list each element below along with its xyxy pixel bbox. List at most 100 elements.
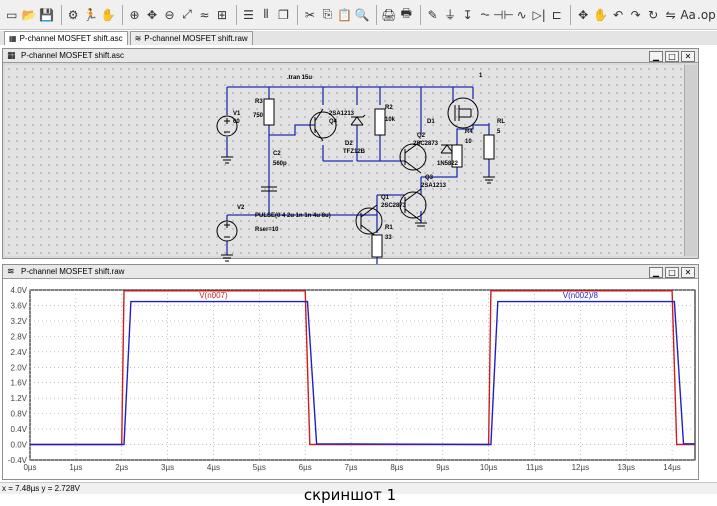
schematic-window-icon: ▦ [7, 51, 16, 61]
v2-label: V2 [237, 205, 245, 211]
c2-value: 560p [273, 161, 287, 167]
maximize-button[interactable]: □ [665, 51, 679, 62]
image-caption: скриншот 1 [303, 486, 397, 504]
mirror-icon[interactable]: ⇋ [665, 7, 676, 22]
x-tick-label: 2µs [115, 463, 128, 472]
maximize-button[interactable]: □ [665, 267, 679, 278]
schematic-window-title-bar: ▦ P-channel MOSFET shift.asc ▁ □ ✕ [3, 49, 698, 63]
q3-leads [404, 188, 422, 222]
diode-icon[interactable]: ▷| [532, 7, 546, 22]
schematic-window: ▦ P-channel MOSFET shift.asc ▁ □ ✕ [2, 48, 699, 271]
ruler-icon[interactable]: ⊞ [217, 7, 228, 22]
waveform-window-icon: ≋ [7, 267, 15, 277]
d1-value: 1N5822 [437, 161, 459, 167]
run-icon[interactable]: 🏃 [83, 7, 99, 22]
c2-label: C2 [273, 151, 281, 157]
drag-icon[interactable]: ✋ [593, 7, 609, 22]
resistor-icon[interactable]: ⏦ [480, 7, 491, 21]
redo-icon[interactable]: ↷ [630, 7, 641, 22]
y-tick-label: -0.4V [8, 456, 28, 465]
paste-icon[interactable]: 📋 [337, 7, 353, 22]
d2-value: TFZ12B [343, 149, 366, 155]
d1-label: D1 [427, 119, 435, 125]
x-tick-label: 11µs [526, 463, 543, 472]
zoom-out-icon[interactable]: ⊖ [164, 7, 175, 22]
r1-value: 33 [385, 235, 392, 241]
find-icon[interactable]: 🔍 [354, 7, 370, 22]
x-tick-label: 6µs [299, 463, 312, 472]
y-tick-label: 0.4V [11, 425, 28, 434]
waveform-plot[interactable]: -0.4V0.0V0.4V0.8V1.2V1.6V2.0V2.4V2.8V3.2… [0, 278, 717, 498]
spice-directive-icon[interactable]: .op [697, 7, 716, 22]
schematic-wires [226, 86, 490, 270]
pencil-icon[interactable]: ✎ [427, 7, 438, 22]
copy-icon[interactable]: ⎘ [322, 7, 333, 21]
y-tick-label: 2.4V [11, 348, 28, 357]
d1-diode-symbol [440, 144, 454, 154]
ground-icon[interactable]: ⏚ [444, 8, 457, 22]
series-label: V(n002)/8 [563, 291, 599, 300]
tab-schematic[interactable]: ▦ P-channel MOSFET shift.asc [4, 31, 128, 45]
inductor-icon[interactable]: ∿ [516, 7, 527, 22]
q2-leads [404, 140, 422, 174]
text-icon[interactable]: Aa [680, 7, 696, 22]
v1-source-symbol [216, 115, 238, 137]
undo-icon[interactable]: ↶ [613, 7, 624, 22]
q1-label: Q1 [381, 195, 390, 201]
zoom-fit-icon[interactable]: ⤢ [182, 7, 192, 21]
ground-symbol-rl [483, 176, 495, 184]
r1-resistor-symbol [371, 234, 383, 258]
print-setup-icon[interactable]: 🖨 [381, 7, 397, 22]
open-icon[interactable]: 📂 [21, 7, 37, 22]
zoom-in-icon[interactable]: ⊕ [129, 7, 140, 22]
x-tick-label: 8µs [390, 463, 403, 472]
q1-value: 2SC2873 [381, 203, 407, 209]
q4-label: Q4 [329, 119, 338, 125]
tab-waveform[interactable]: ≋ P-channel MOSFET shift.raw [129, 31, 253, 45]
capacitor-icon[interactable]: ⊣⊢ [492, 7, 514, 22]
document-tab-bar: ▦ P-channel MOSFET shift.asc ≋ P-channel… [0, 31, 717, 45]
cut-icon[interactable]: ✂ [304, 7, 315, 22]
control-panel-icon[interactable]: ⚙ [67, 7, 79, 22]
x-tick-label: 12µs [572, 463, 590, 472]
status-bar: x = 7.48µs y = 2.728V [0, 482, 717, 494]
schematic-canvas[interactable]: .tran 15u V1 60 R3 750 2SA1213 Q4 R2 10k… [5, 65, 684, 271]
y-tick-label: 2.0V [11, 363, 28, 372]
y-tick-label: 1.6V [11, 379, 28, 388]
schematic-components [216, 97, 495, 271]
new-schematic-icon[interactable]: ▭ [6, 7, 18, 22]
minimize-button[interactable]: ▁ [649, 267, 663, 278]
label-net-icon[interactable]: ↧ [462, 7, 473, 22]
move-icon[interactable]: ✥ [578, 7, 589, 22]
component-icon[interactable]: ⊏ [551, 7, 562, 22]
tile-horizontal-icon[interactable]: ☰ [243, 7, 254, 22]
spice-directive-text: .tran 15u [287, 75, 312, 81]
v2-rser: Rser=10 [255, 227, 279, 233]
toolbar-separator [60, 4, 62, 25]
m1-leads [454, 105, 472, 121]
close-button[interactable]: ✕ [681, 267, 695, 278]
save-icon[interactable]: 💾 [39, 7, 55, 22]
close-button[interactable]: ✕ [681, 51, 695, 62]
v2-polarity-marks [224, 222, 230, 238]
r2-value: 10k [385, 117, 396, 123]
schematic-labels: .tran 15u V1 60 R3 750 2SA1213 Q4 R2 10k… [233, 73, 505, 241]
print-icon[interactable]: 🖶 [400, 6, 412, 20]
rotate-icon[interactable]: ↻ [648, 7, 659, 22]
d2-label: D2 [345, 141, 353, 147]
pan-icon[interactable]: ✥ [147, 7, 158, 22]
x-tick-label: 5µs [253, 463, 266, 472]
d2-zener-symbol [350, 114, 366, 126]
tab-label: P-channel MOSFET shift.asc [19, 34, 123, 43]
x-tick-label: 3µs [161, 463, 174, 472]
r2-label: R2 [385, 105, 393, 111]
schematic-scrollbar[interactable] [684, 65, 697, 256]
q2-value: 2SC2873 [413, 141, 439, 147]
r1-label: R1 [385, 225, 393, 231]
autorange-icon[interactable]: ≈ [199, 7, 210, 22]
halt-icon[interactable]: ✋ [100, 7, 116, 22]
tile-vertical-icon[interactable]: ⫴ [263, 7, 269, 21]
cascade-icon[interactable]: ❐ [278, 7, 289, 22]
y-tick-label: 0.0V [11, 441, 28, 450]
minimize-button[interactable]: ▁ [649, 51, 663, 62]
